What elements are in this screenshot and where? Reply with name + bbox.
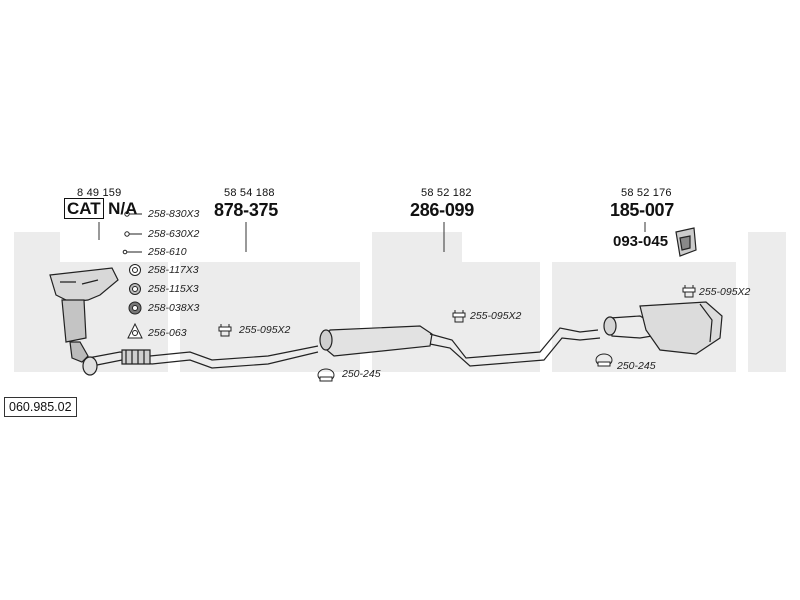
fitting-label[interactable]: 258-115X3 — [148, 283, 199, 295]
fitting-icons — [122, 211, 143, 339]
clamp-label[interactable]: 255-095X2 — [239, 324, 291, 336]
u-clamp-icon — [452, 310, 466, 323]
na-label: N/A — [108, 199, 138, 218]
rear-silencer[interactable] — [603, 301, 723, 355]
gear-nut-icon — [128, 301, 142, 315]
fitting-label[interactable]: 258-630X2 — [148, 228, 200, 240]
catalytic-converter[interactable] — [49, 267, 119, 363]
stud-icon — [122, 249, 142, 255]
u-clamp-icon — [682, 285, 696, 298]
bolt-icon — [124, 211, 142, 217]
center-silencer-oe-number: 58 52 182 — [421, 187, 472, 199]
fitting-label[interactable]: 258-038X3 — [148, 302, 200, 314]
clamp-label[interactable]: 250-245 — [617, 360, 656, 372]
center-silencer[interactable] — [319, 325, 601, 367]
fitting-label[interactable]: 258-610 — [148, 246, 187, 258]
rear-silencer-part-number[interactable]: 185-007 — [610, 200, 674, 220]
bolt-icon — [124, 231, 142, 237]
u-clamp-icon — [218, 324, 232, 337]
cat-label: CAT — [64, 198, 104, 219]
clamp-label[interactable]: 255-095X2 — [470, 310, 522, 322]
clamp-label[interactable]: 250-245 — [342, 368, 381, 380]
clamp-label[interactable]: 255-095X2 — [699, 286, 751, 298]
front-pipe-part-number[interactable]: 878-375 — [214, 200, 278, 220]
leader-lines — [98, 222, 646, 252]
catalyst-oe-number: 8 49 159 — [77, 187, 122, 199]
rubber-mount[interactable] — [675, 227, 697, 257]
front-pipe[interactable] — [82, 345, 319, 376]
clamp-icons — [218, 285, 696, 382]
gasket-icon — [127, 322, 143, 339]
catalyst-label-group: CAT N/A — [64, 198, 138, 219]
front-pipe-oe-number: 58 54 188 — [224, 187, 275, 199]
nut-icon — [129, 283, 141, 295]
center-silencer-part-number[interactable]: 286-099 — [410, 200, 474, 220]
fitting-label[interactable]: 256-063 — [148, 327, 187, 339]
nut-icon — [129, 264, 141, 276]
diagram-reference-number: 060.985.02 — [4, 397, 77, 417]
rubber-mount-part-number[interactable]: 093-045 — [613, 233, 669, 250]
rear-silencer-oe-number: 58 52 176 — [621, 187, 672, 199]
fitting-label[interactable]: 258-117X3 — [148, 264, 199, 276]
ring-clamp-icon — [317, 368, 335, 382]
fitting-label[interactable]: 258-830X3 — [148, 208, 200, 220]
ring-clamp-icon — [595, 353, 613, 367]
